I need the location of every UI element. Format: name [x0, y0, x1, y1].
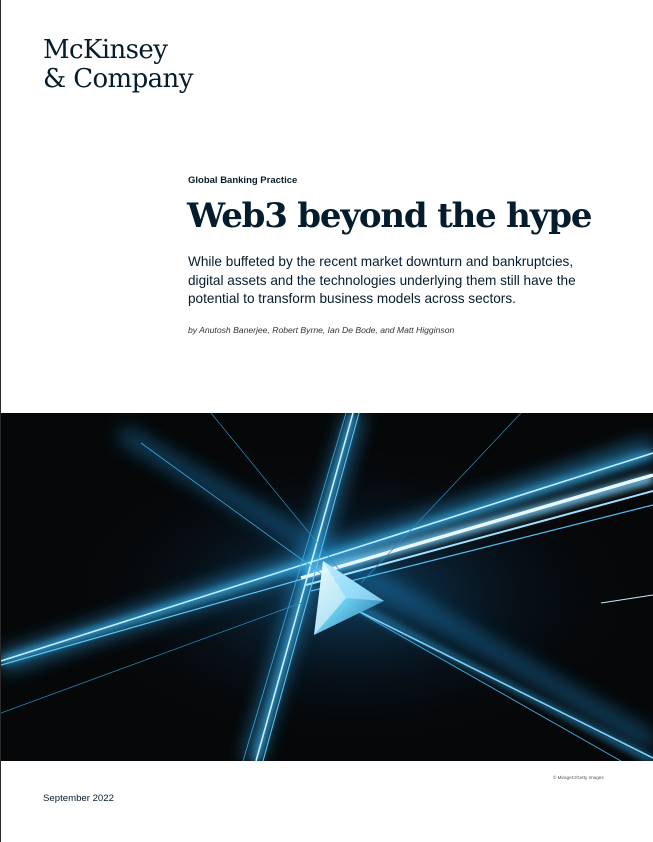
logo-line-2: & Company: [43, 64, 193, 94]
article-title: Web3 beyond the hype: [187, 196, 592, 236]
practice-label: Global Banking Practice: [188, 175, 298, 186]
left-border-rule: [0, 0, 1, 842]
article-deck: While buffeted by the recent market down…: [188, 254, 576, 306]
beam-crisp-layer: [1, 413, 653, 761]
author-byline: by Anutosh Banerjee, Robert Byrne, Ian D…: [188, 325, 455, 335]
image-credit: © MirageC/Getty Images: [553, 775, 604, 780]
publication-date: September 2022: [43, 793, 114, 804]
mckinsey-logo: McKinsey & Company: [43, 36, 193, 94]
hero-image: [1, 413, 653, 761]
logo-line-1: McKinsey: [43, 35, 168, 65]
light-beams-illustration: [1, 413, 653, 761]
central-prism: [314, 561, 384, 635]
